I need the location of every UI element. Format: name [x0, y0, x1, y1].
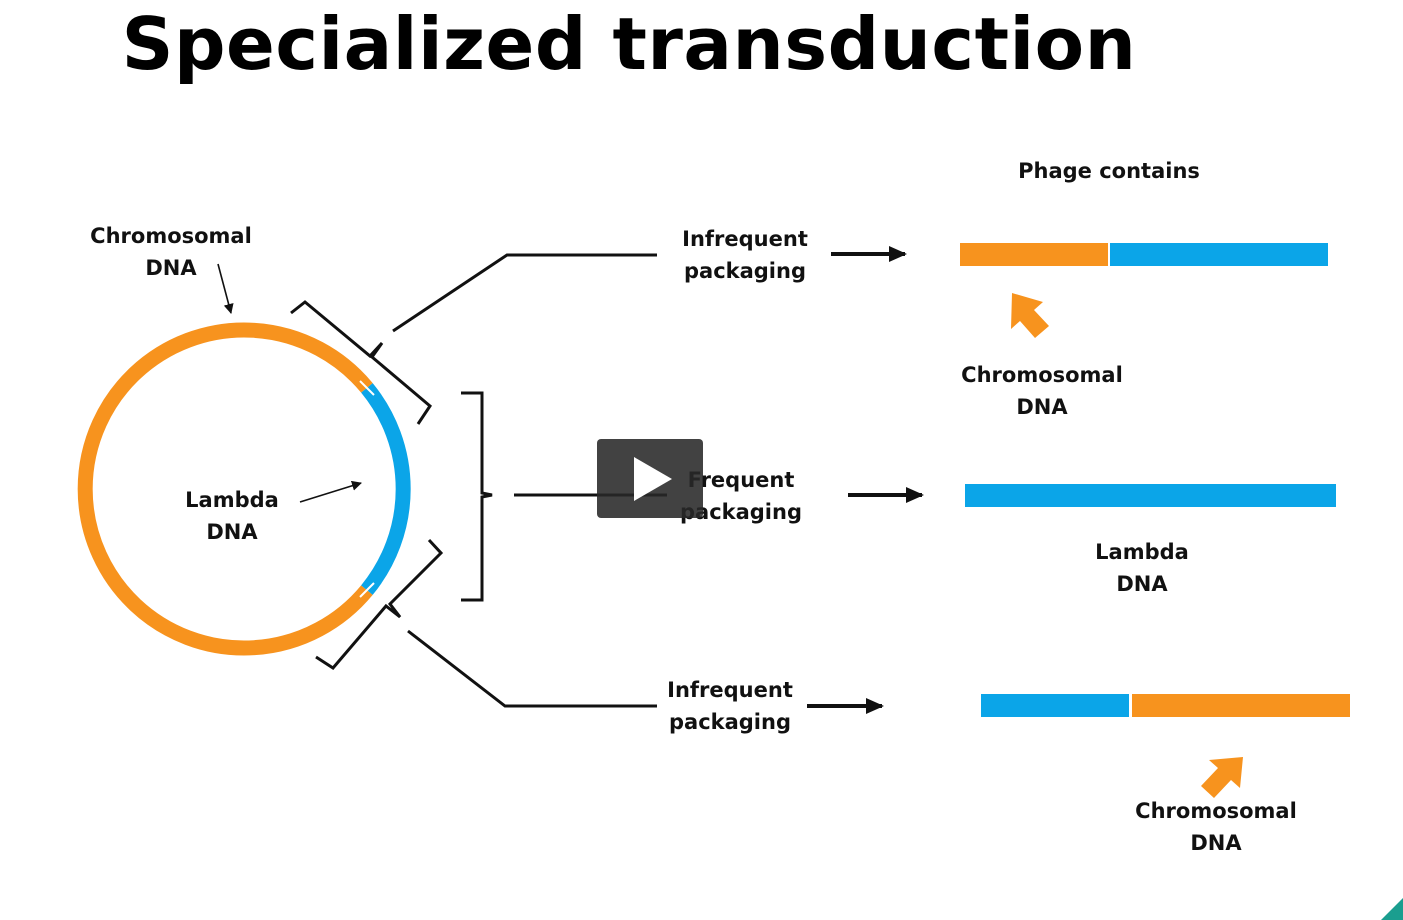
bottom-result-lambda-segment: [981, 694, 1129, 717]
bottom-chromosomal-block-arrow: [1201, 757, 1243, 798]
lambda-dna-arc: [361, 383, 411, 595]
segment-divider: [359, 380, 375, 396]
top-result-chromosomal-segment: [960, 243, 1108, 266]
lambda-pointer-arrow: [299, 480, 362, 503]
segment-divider: [359, 582, 375, 598]
phage-contains-heading: Phage contains: [1018, 159, 1200, 183]
video-play-button[interactable]: [597, 439, 703, 518]
top-brace: [290, 300, 432, 425]
bottom-packaging-label: Infrequent packaging: [667, 678, 793, 734]
bottom-connector-line: [407, 629, 657, 708]
slide-corner-accent: [1381, 898, 1403, 920]
middle-result-lambda-segment: [965, 484, 1336, 507]
top-chromosomal-block-arrow: [1011, 293, 1049, 338]
play-icon: [634, 457, 672, 501]
top-result-lambda-segment: [1110, 243, 1328, 266]
circle-chromosomal-dna-label: Chromosomal DNA: [90, 224, 252, 280]
top-connector-line: [392, 253, 657, 333]
slide-title: Specialized transduction: [121, 2, 1137, 86]
bottom-result-chromosomal-segment: [1132, 694, 1350, 717]
top-result-chromosomal-label: Chromosomal DNA: [961, 363, 1123, 419]
middle-result-lambda-label: Lambda DNA: [1095, 540, 1189, 596]
chromosomal-pointer-arrow: [217, 263, 234, 314]
middle-brace: [461, 391, 493, 602]
chromosomal-dna-arc: [77, 322, 373, 656]
circle-lambda-dna-label: Lambda DNA: [185, 488, 279, 544]
bottom-result-chromosomal-label: Chromosomal DNA: [1135, 799, 1297, 855]
bottom-brace: [315, 538, 444, 670]
top-packaging-label: Infrequent packaging: [682, 227, 808, 283]
